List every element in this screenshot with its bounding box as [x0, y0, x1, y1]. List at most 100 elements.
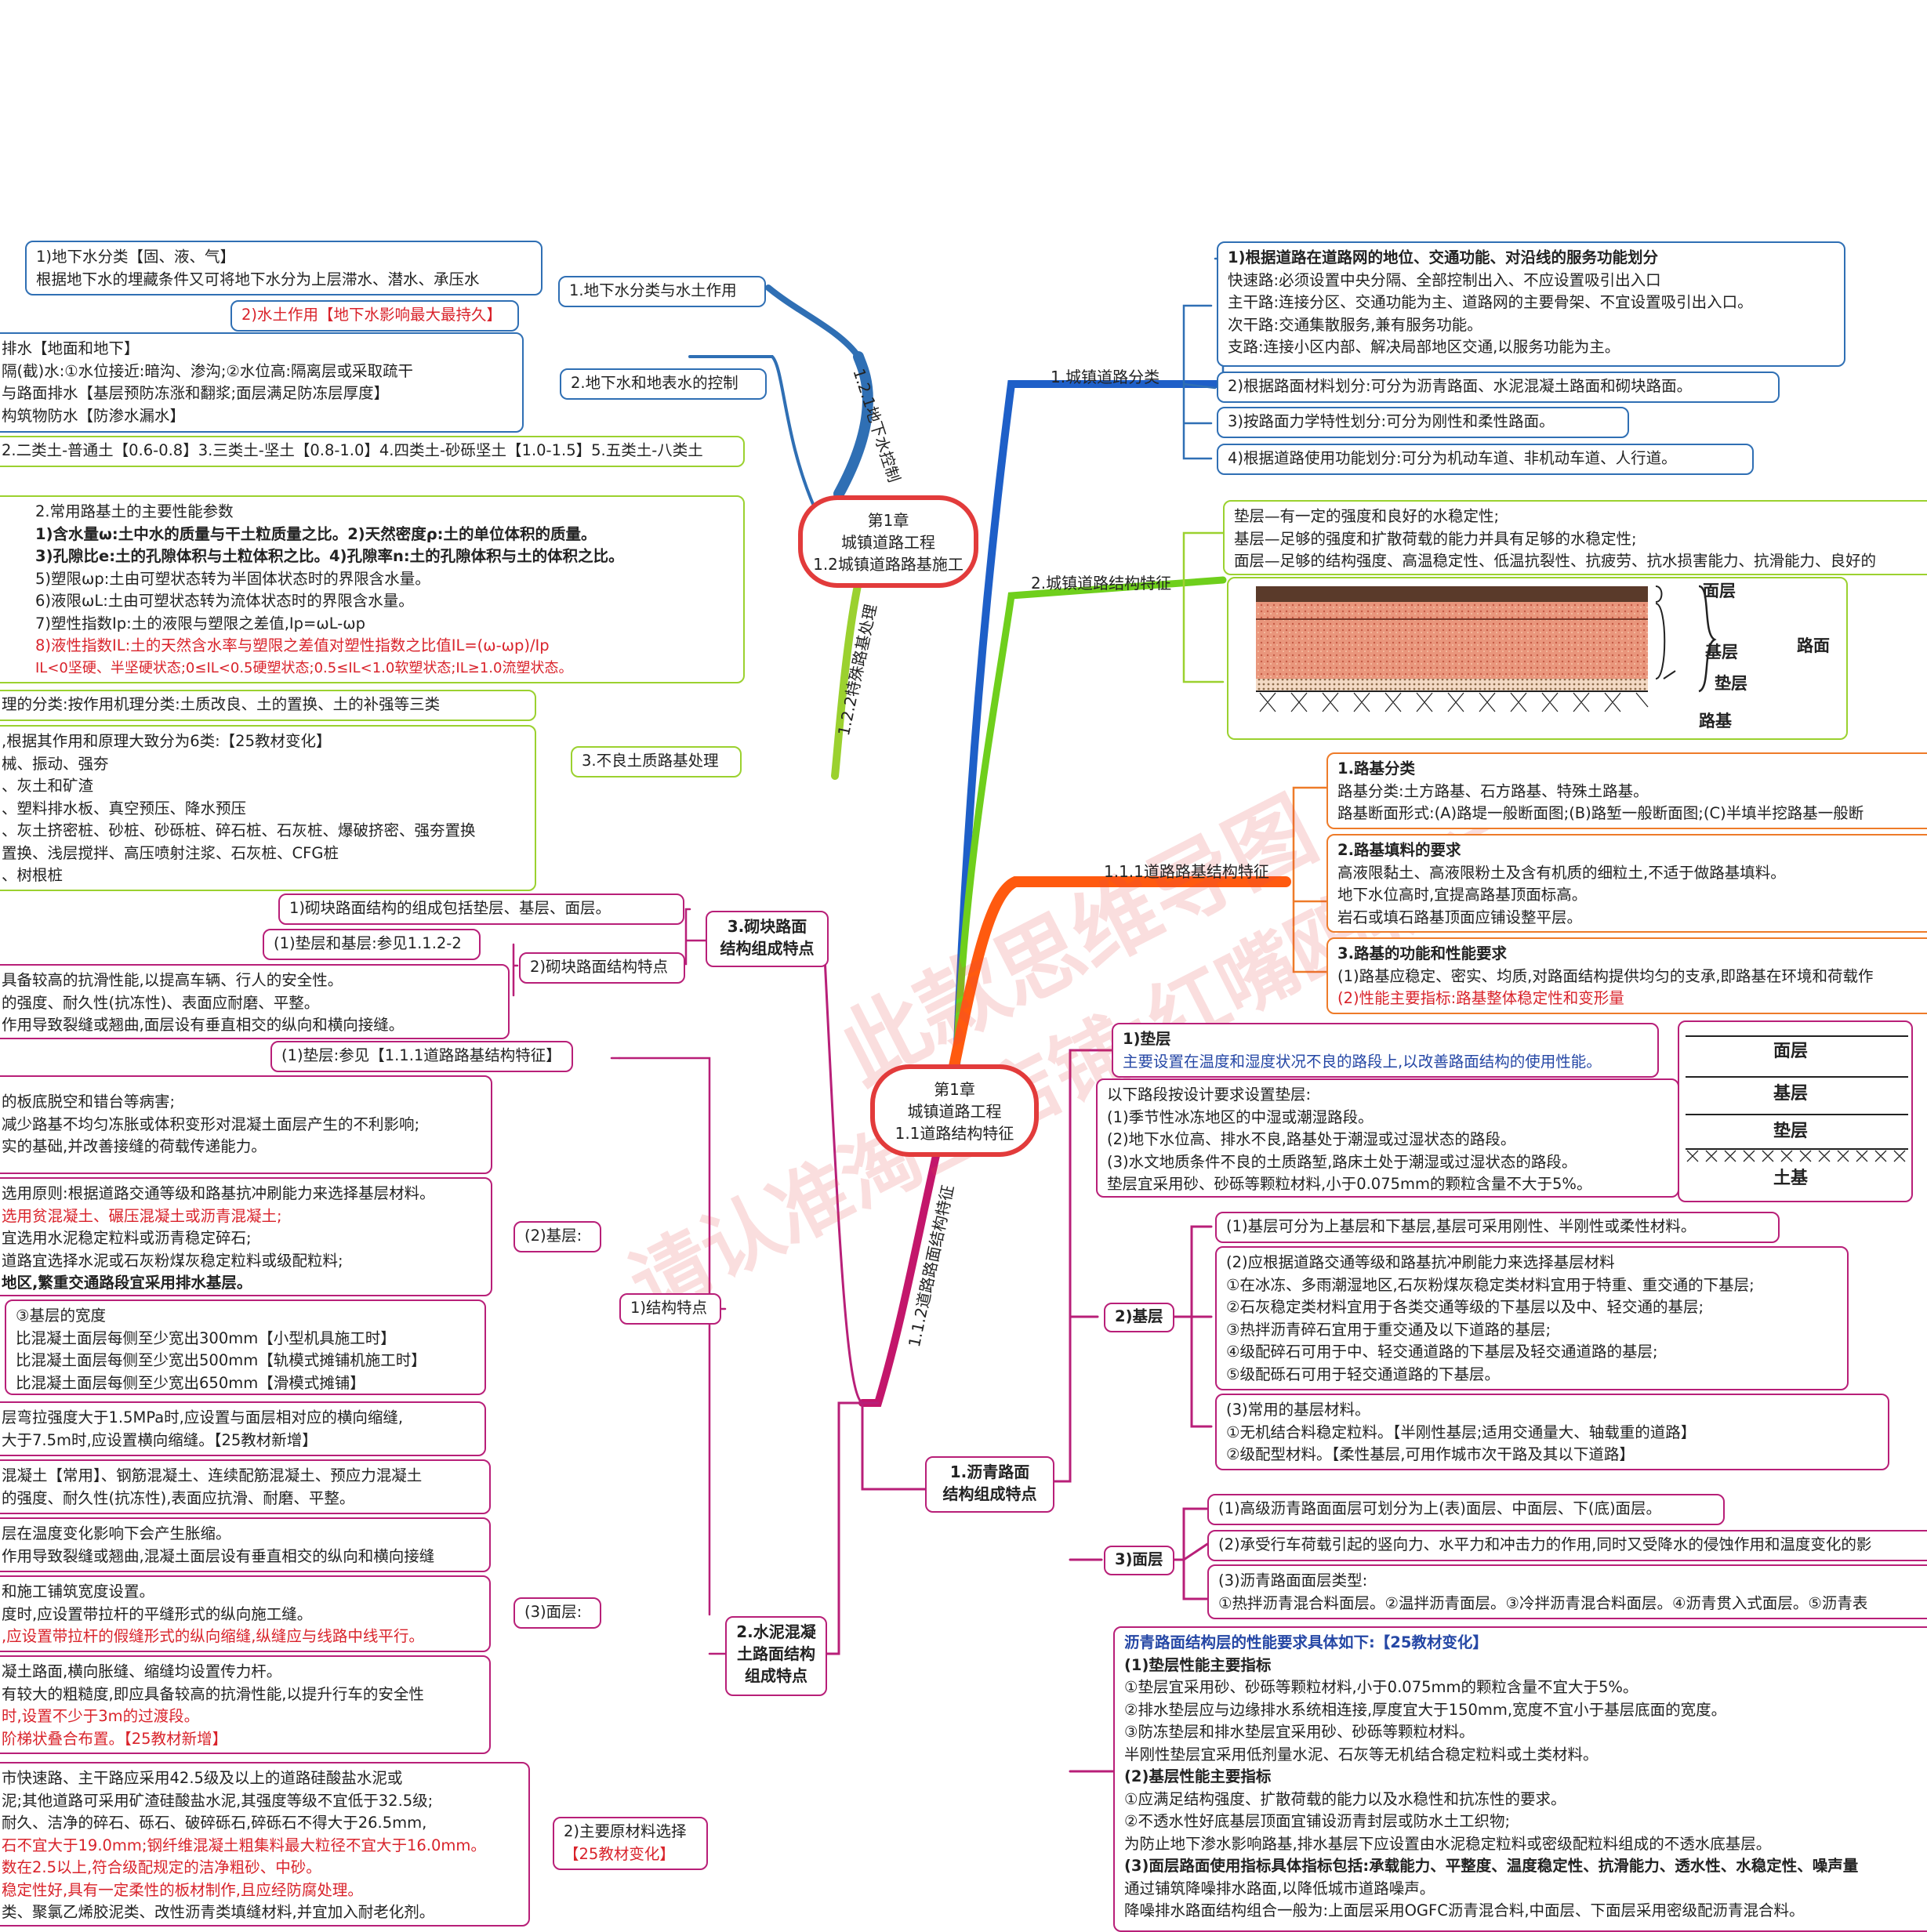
- as3-0: (3)沥青路面面层类型:: [1218, 1571, 1368, 1589]
- cc-a-1: 的板底脱空和错台等病害;: [2, 1093, 176, 1111]
- rc4-text: 4)根据道路使用功能划分:可分为机动车道、非机动车道、人行道。: [1228, 449, 1677, 467]
- asphalt-base-label[interactable]: 2)基层: [1104, 1303, 1174, 1332]
- cc-g-3: ,应设置带拉杆的假缝形式的纵向缩缝,纵缝应与线路中线平行。: [2, 1627, 424, 1645]
- fig2-surface: 面层: [1773, 1042, 1809, 1061]
- subgrade-fill-box: 2.路基填料的要求 高液限黏土、高液限粉土及含有机质的细粒土,不适于做路基填料。…: [1326, 834, 1927, 933]
- cc-i-7: 类、聚氯乙烯胶泥类、改性沥青类填缝材料,并宜加入耐老化剂。: [2, 1903, 435, 1921]
- cc-g-1: 和施工铺筑宽度设置。: [2, 1582, 155, 1600]
- cc-surface-label[interactable]: (3)面层:: [514, 1597, 601, 1629]
- perf-1: (1)垫层性能主要指标: [1124, 1655, 1272, 1674]
- treat-m-0: ,根据其作用和原理大致分为6类:【25教材变化】: [2, 732, 332, 750]
- materials-l2: 【25教材变化】: [564, 1844, 675, 1863]
- cc-g-box: 和施工铺筑宽度设置。 度时,应设置带拉杆的平缝形式的纵向施工缝。 ,应设置带拉杆…: [0, 1575, 491, 1652]
- sg3-line-1: (1)路基应稳定、密实、均质,对路面结构提供均匀的支承,即路基在环境和荷载作: [1337, 966, 1874, 985]
- asphalt-surface-label[interactable]: 3)面层: [1104, 1546, 1174, 1575]
- branch-road-struct[interactable]: 2.城镇道路结构特征: [1031, 574, 1172, 593]
- perf-6: (2)基层性能主要指标: [1124, 1767, 1272, 1785]
- cc-a-2: 减少路基不均匀冻胀或体积变形对混凝土面层产生的不利影响;: [2, 1115, 420, 1133]
- ac2-2: (2)地下水位高、排水不良,路基处于潮湿或过湿状态的路段。: [1107, 1130, 1516, 1148]
- cc-h-box: 凝土路面,横向胀缝、缩缝均设置传力杆。 有较大的粗糙度,即应具备较高的抗滑性能,…: [0, 1655, 491, 1754]
- cc-base-label[interactable]: (2)基层:: [514, 1221, 601, 1252]
- sg2-line-1: 高液限黏土、高液限粉土及含有机质的细粒土,不适于做路基填料。: [1337, 863, 1786, 882]
- cc-c-3: 比混凝土面层每侧至少宽出650mm【滑模式摊铺】: [16, 1373, 365, 1392]
- cc-b-3: 宜选用水泥稳定粒料或沥青稳定碎石;: [2, 1229, 252, 1247]
- cc-h-4: 阶梯状叠合布置。【25教材新增】: [2, 1729, 228, 1748]
- block-surface-box: 具备较高的抗滑性能,以提高车辆、行人的安全性。 的强度、耐久性(抗冻性)、表面应…: [0, 964, 510, 1039]
- center-node-road-structure[interactable]: 第1章 城镇道路工程 1.1道路结构特征: [870, 1064, 1039, 1157]
- center-node-subgrade[interactable]: 第1章 城镇道路工程 1.2城镇道路路基施工: [798, 495, 978, 588]
- block-feature-box[interactable]: 2)砌块路面结构特点: [519, 952, 685, 984]
- as3-1: ①热拌沥青混合料面层。②温拌沥青面层。③冷拌沥青混合料面层。④沥青贯入式面层。⑤…: [1218, 1593, 1868, 1612]
- label-subgrade: 路基: [1699, 712, 1732, 730]
- cc-e-2: 的强度、耐久性(抗冻性),表面应抗滑、耐磨、平整。: [2, 1488, 355, 1507]
- treat-m-5: 置换、浅层搅拌、高压喷射注浆、石灰桩、CFG桩: [2, 843, 339, 862]
- cc-i-5: 数在2.5以上,符合级配规定的洁净粗砂、中砂。: [2, 1858, 321, 1876]
- ab2-0: (2)应根据道路交通等级和路基抗冲刷能力来选择基层材料: [1226, 1253, 1615, 1271]
- road-class-function-box: 1)根据道路在道路网的地位、交通功能、对沿线的服务功能划分 快速路:必须设置中央…: [1217, 241, 1845, 367]
- rc1-secondary: 次干路:交通集散服务,兼有服务功能。: [1228, 315, 1482, 334]
- cc-d-box: 层弯拉强度大于1.5MPa时,应设置与面层相对应的横向缩缝, 大于7.5m时,应…: [0, 1401, 486, 1456]
- concrete-l2: 土路面结构: [737, 1644, 815, 1663]
- road-class-mechanics-box: 3)按路面力学特性划分:可分为刚性和柔性路面。: [1217, 407, 1629, 438]
- rs-base: 基层—足够的强度和扩散荷载的能力并具有足够的水稳定性;: [1234, 529, 1637, 548]
- gw-class-text: 1)地下水分类【固、液、气】: [36, 248, 236, 266]
- cc-cushion-box: (1)垫层:参见【1.1.1道路路基结构特征】: [270, 1041, 573, 1072]
- label-surface: 面层: [1703, 582, 1736, 600]
- center-top-line-2: 城镇道路工程: [841, 533, 935, 552]
- treat-m-2: 、灰土和矿渣: [2, 777, 94, 795]
- param-7: IL<0坚硬、半坚硬状态;0≤IL<0.5硬塑状态;0.5≤IL<1.0软塑状态…: [35, 659, 573, 676]
- cc-b-box: 选用原则:根据道路交通等级和路基抗冲刷能力来选择基层材料。 选用贫混凝土、碾压混…: [0, 1177, 492, 1296]
- cc-d-2: 大于7.5m时,应设置横向缩缝。【25教材新增】: [2, 1430, 318, 1449]
- asphalt-cushion-box: 1)垫层 主要设置在温度和湿度状况不良的路段上,以改善路面结构的使用性能。: [1112, 1023, 1659, 1078]
- perf-0: 沥青路面结构层的性能要求具体如下:【25教材变化】: [1124, 1633, 1488, 1651]
- cc-c-1: 比混凝土面层每侧至少宽出300mm【小型机具施工时】: [16, 1328, 396, 1347]
- branch-water-control[interactable]: 2.地下水和地表水的控制: [560, 368, 767, 400]
- cc-c-2: 比混凝土面层每侧至少宽出500mm【轨模式摊铺机施工时】: [16, 1351, 426, 1369]
- branch-concrete-pavement[interactable]: 2.水泥混凝 土路面结构 组成特点: [725, 1616, 827, 1696]
- perf-5: 半刚性垫层宜采用低剂量水泥、石灰等无机结合稳定粒料或土类材料。: [1124, 1745, 1599, 1763]
- ab3-0: (3)常用的基层材料。: [1226, 1401, 1370, 1419]
- cc-struct-feature[interactable]: 1)结构特点: [619, 1293, 721, 1325]
- cc-b-5: 地区,繁重交通路段宜采用排水基层。: [2, 1274, 252, 1292]
- branch-subgrade-struct[interactable]: 1.1.1道路路基结构特征: [1104, 862, 1269, 881]
- cc-f-box: 层在温度变化影响下会产生胀缩。 作用导致裂缝或翘曲,混凝土面层设有垂直相交的纵向…: [0, 1517, 491, 1572]
- center-bottom-line-3: 1.1道路结构特征: [895, 1124, 1014, 1143]
- ab1-text: (1)基层可分为上基层和下基层,基层可采用刚性、半刚性或柔性材料。: [1226, 1217, 1697, 1235]
- a-base-text: 2)基层: [1115, 1307, 1163, 1325]
- cc-materials-label[interactable]: 2)主要原材料选择 【25教材变化】: [553, 1817, 708, 1870]
- layer-figure-2-svg: [1686, 1035, 1908, 1162]
- perf-12: 降噪排水路面结构组合一般为:上面层采用OGFC沥青混合料,中面层、下面层采用密级…: [1124, 1901, 1805, 1919]
- branch-road-class[interactable]: 1.城镇道路分类: [1051, 368, 1160, 386]
- params-title: 2.常用路基土的主要性能参数: [35, 502, 234, 520]
- treat-methods-box: ,根据其作用和原理大致分为6类:【25教材变化】 械、振动、强夯 、灰土和矿渣 …: [0, 725, 536, 891]
- branch-water-class[interactable]: 1.地下水分类与水土作用: [558, 276, 766, 307]
- fig2-cushion: 垫层: [1773, 1122, 1809, 1141]
- label-base: 基层: [1705, 643, 1738, 662]
- center-top-line-3: 1.2城镇道路路基施工: [813, 555, 964, 574]
- cc-g-2: 度时,应设置带拉杆的平缝形式的纵向施工缝。: [2, 1604, 313, 1623]
- center-bottom-line-2: 城镇道路工程: [907, 1102, 1002, 1121]
- gw-burial-text: 根据地下水的埋藏条件又可将地下水分为上层滞水、潜水、承压水: [36, 270, 480, 288]
- branch-block-pavement[interactable]: 3.砌块路面 结构组成特点: [706, 911, 829, 967]
- param-5: 7)塑性指数Ip:土的液限与塑限之差值,Ip=ωL-ωp: [35, 614, 365, 633]
- branch-bad-soil-label: 3.不良土质路基处理: [582, 752, 719, 770]
- treat-m-6: 、树根桩: [2, 866, 64, 884]
- treat-class-text: 理的分类:按作用机理分类:土质改良、土的置换、土的补强等三类: [2, 695, 441, 713]
- cc-i-3: 耐久、洁净的碎石、砾石、破碎砾石,碎砾石不得大于26.5mm,: [2, 1814, 427, 1832]
- layer-diagram-svg: [1256, 585, 1717, 712]
- branch-water-control-label: 2.地下水和地表水的控制: [571, 374, 739, 392]
- perf-3: ②排水垫层应与边缘排水系统相连接,厚度宜大于150mm,宽度不宜小于基层底面的宽…: [1124, 1700, 1727, 1719]
- branch-bad-soil[interactable]: 3.不良土质路基处理: [571, 746, 742, 778]
- block-pave-l2: 结构组成特点: [720, 939, 815, 958]
- fig2-base: 基层: [1773, 1084, 1809, 1104]
- as1-text: (1)高级沥青路面面层可划分为上(表)面层、中面层、下(底)面层。: [1218, 1499, 1662, 1517]
- sg2-line-2: 地下水位高时,宜提高路基顶面标高。: [1337, 886, 1588, 904]
- materials-l1: 2)主要原材料选择: [564, 1822, 687, 1840]
- asphalt-base-3: (3)常用的基层材料。 ①无机结合料稳定粒料。【半刚性基层;适用交通量大、轴载重…: [1215, 1394, 1889, 1470]
- branch-asphalt-pavement[interactable]: 1.沥青路面 结构组成特点: [925, 1456, 1054, 1513]
- treat-m-3: 、塑料排水板、真空预压、降水预压: [2, 799, 247, 817]
- cc-b-1: 选用原则:根据道路交通等级和路基抗冲刷能力来选择基层材料。: [2, 1184, 435, 1202]
- treat-class-box: 理的分类:按作用机理分类:土质改良、土的置换、土的补强等三类: [0, 690, 536, 721]
- rc1-title: 1)根据道路在道路网的地位、交通功能、对沿线的服务功能划分: [1228, 248, 1658, 266]
- center-bottom-line-1: 第1章: [934, 1080, 975, 1099]
